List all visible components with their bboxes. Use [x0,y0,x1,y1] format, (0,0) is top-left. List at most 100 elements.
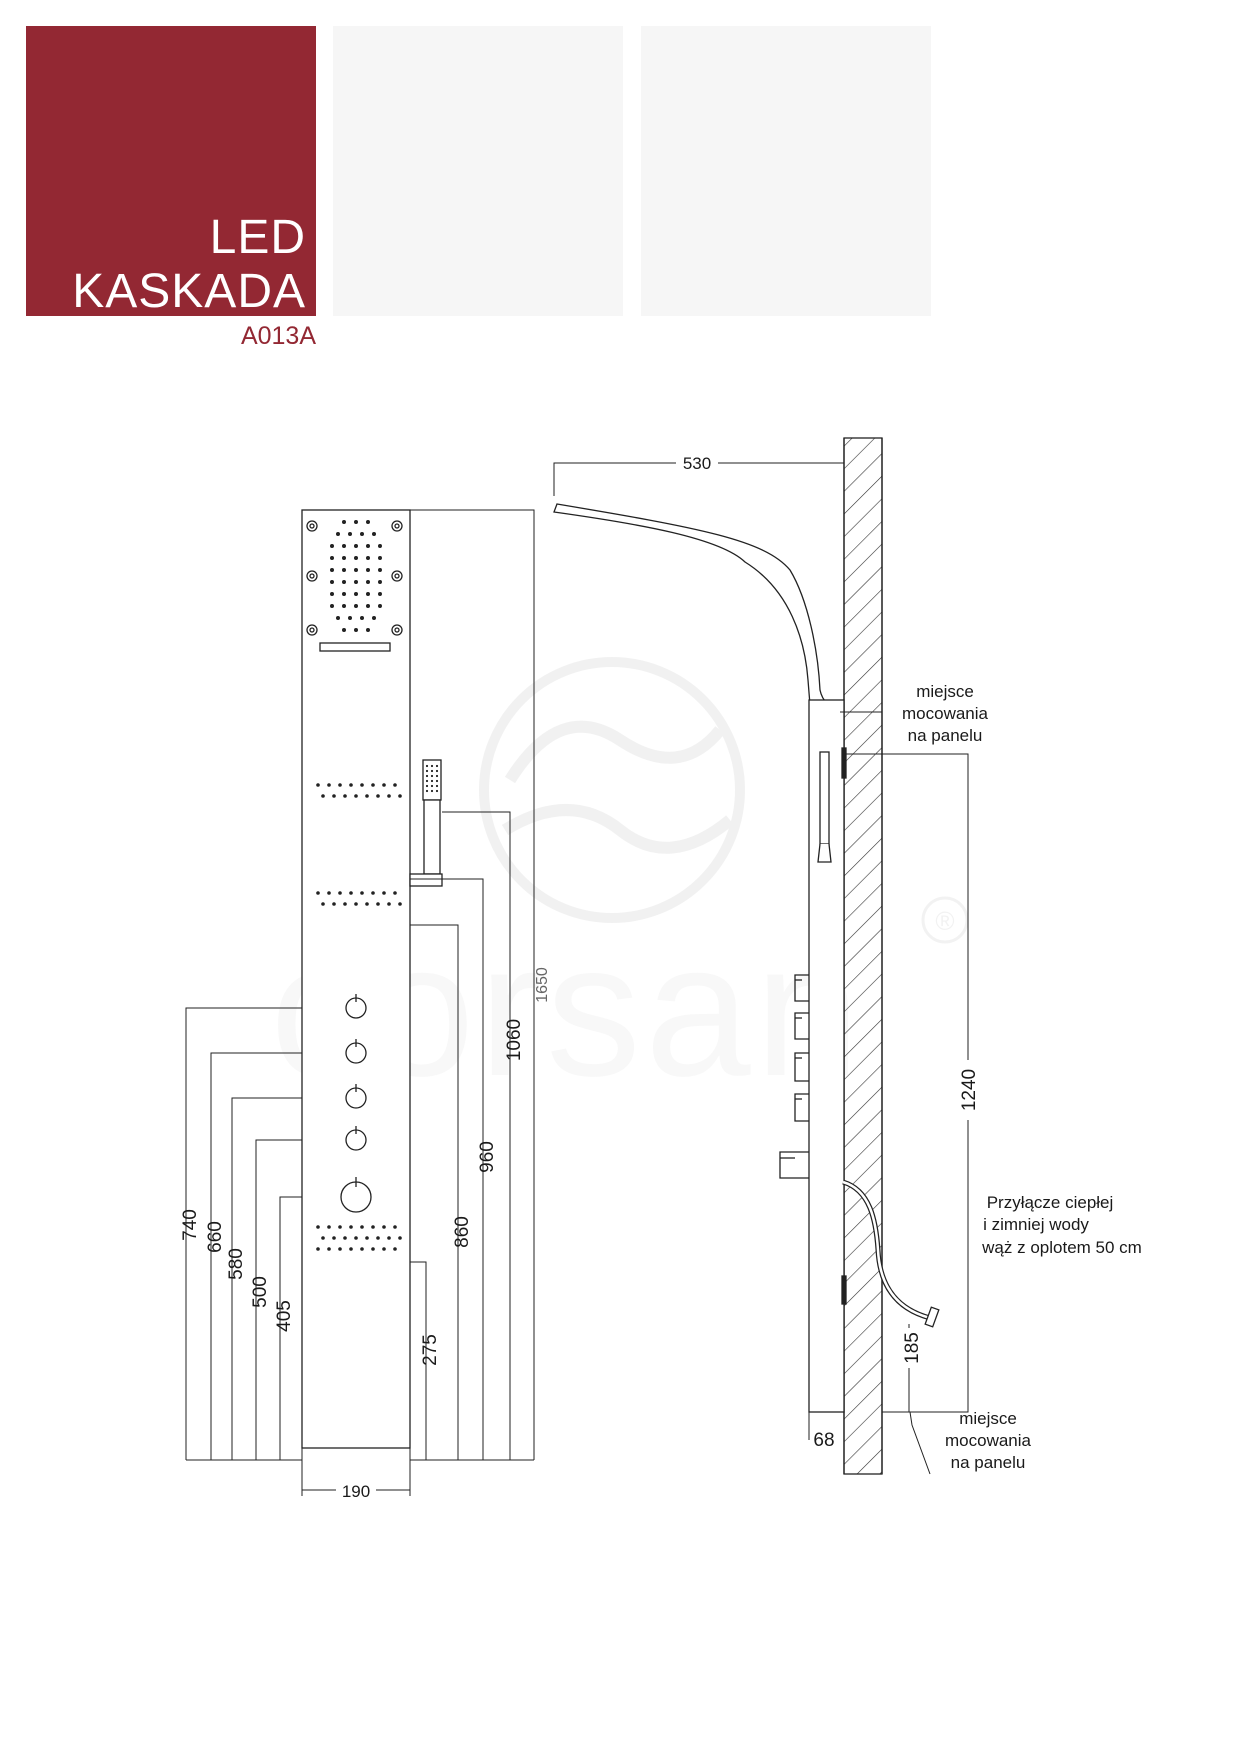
jet-nozzle [398,902,402,906]
dim-offset-185: 185 [902,1332,923,1364]
hose-fitting [924,1306,940,1328]
connection-note-line-3: wąż z oplotem 50 cm [981,1238,1142,1257]
jet-nozzle [393,1225,397,1229]
dim-right-1: 960 [477,1141,498,1173]
hand-shower-nozzle [435,784,439,788]
jet-nozzle [343,1236,347,1240]
jet-nozzle [321,794,325,798]
mount-point-top [841,747,847,779]
jet-nozzle [349,1247,353,1251]
mount-note-top-line-2: mocowania [902,704,989,723]
jet-nozzle [387,902,391,906]
rain-nozzle [366,628,370,632]
rain-nozzle [372,532,376,536]
rain-nozzle [330,568,334,572]
side-view [553,437,969,1475]
hand-shower-nozzle [430,774,434,778]
rain-nozzle [336,616,340,620]
title-tile: LED KASKADA [26,26,316,316]
mount-note-bottom-line-2: mocowania [945,1431,1032,1450]
placeholder-tile-1 [333,26,623,316]
rain-nozzle [348,616,352,620]
label-bg-1240 [956,1060,980,1120]
jet-nozzle [354,794,358,798]
jet-nozzle [332,1236,336,1240]
jet-nozzle [365,1236,369,1240]
rain-nozzle [342,556,346,560]
jet-nozzle [387,794,391,798]
rain-nozzle [342,604,346,608]
hand-shower-nozzle [425,789,429,793]
connection-note-line-2: i zimniej wody [983,1215,1089,1234]
dim-width-190: 190 [342,1482,370,1501]
jet-nozzle [382,1247,386,1251]
jet-nozzle [382,783,386,787]
rain-nozzle [354,580,358,584]
dim-height-1650: 1650 [534,967,551,1003]
dim-left-3: 500 [250,1276,271,1308]
hand-shower-nozzle [425,764,429,768]
rain-nozzle [366,544,370,548]
mount-note-top-line-1: miejsce [916,682,974,701]
rain-nozzle [342,568,346,572]
rain-nozzle [372,616,376,620]
hand-shower-nozzle [435,764,439,768]
control-knobs [340,994,372,1213]
knobs-side [779,974,809,1179]
hand-shower-nozzle [425,779,429,783]
jet-nozzle [321,1236,325,1240]
jet-nozzle [360,891,364,895]
jet-nozzle [332,794,336,798]
mount-note-top: miejsce mocowania na panelu [902,682,989,745]
rain-nozzle [348,532,352,536]
rain-nozzle [354,592,358,596]
dim-right-3: 275 [420,1334,441,1366]
jet-nozzle [349,891,353,895]
mount-note-bottom-line-1: miejsce [959,1409,1017,1428]
jet-nozzle [321,902,325,906]
dim-left-2: 580 [226,1248,247,1280]
dim-mount-1240: 1240 [959,1069,980,1111]
rain-nozzle [378,580,382,584]
hand-shower-nozzle [425,774,429,778]
waterfall-outlet [319,642,391,652]
mount-note-bottom-line-3: na panelu [951,1453,1026,1472]
title-line-2: KASKADA [72,265,306,318]
connection-note-line-1: Przyłącze ciepłej [987,1193,1114,1212]
width-dimension [301,1448,411,1496]
left-dimension-lines [185,1007,302,1461]
jet-nozzle [393,1247,397,1251]
jet-nozzle [354,902,358,906]
title-line-1: LED [209,211,306,264]
rain-nozzle-grid [330,520,382,632]
jet-nozzle [398,794,402,798]
jet-nozzle [376,1236,380,1240]
rain-nozzle [330,544,334,548]
dim-left-0: 740 [180,1209,201,1241]
rain-nozzle [342,628,346,632]
rain-nozzle [354,568,358,572]
jet-nozzle [349,783,353,787]
rain-nozzle [366,568,370,572]
jet-nozzle [316,1225,320,1229]
jet-nozzle [393,783,397,787]
rain-nozzle [354,556,358,560]
jet-nozzle [343,902,347,906]
label-bg-185 [898,1328,920,1368]
jet-nozzle [360,1225,364,1229]
hand-shower-nozzle [425,769,429,773]
jet-nozzle [398,1236,402,1240]
wall-section [843,437,883,1475]
jet-nozzle [382,1225,386,1229]
hand-shower-nozzle [435,789,439,793]
rain-nozzle [366,592,370,596]
jet-nozzle [371,1247,375,1251]
jet-nozzle [387,1236,391,1240]
hand-shower-nozzle [430,779,434,783]
jet-nozzle [365,794,369,798]
massage-jets-lower [316,1225,402,1251]
hand-shower-nozzle [425,784,429,788]
dim-left-4: 405 [274,1300,295,1332]
jet-nozzle [376,902,380,906]
front-view [185,509,535,1496]
